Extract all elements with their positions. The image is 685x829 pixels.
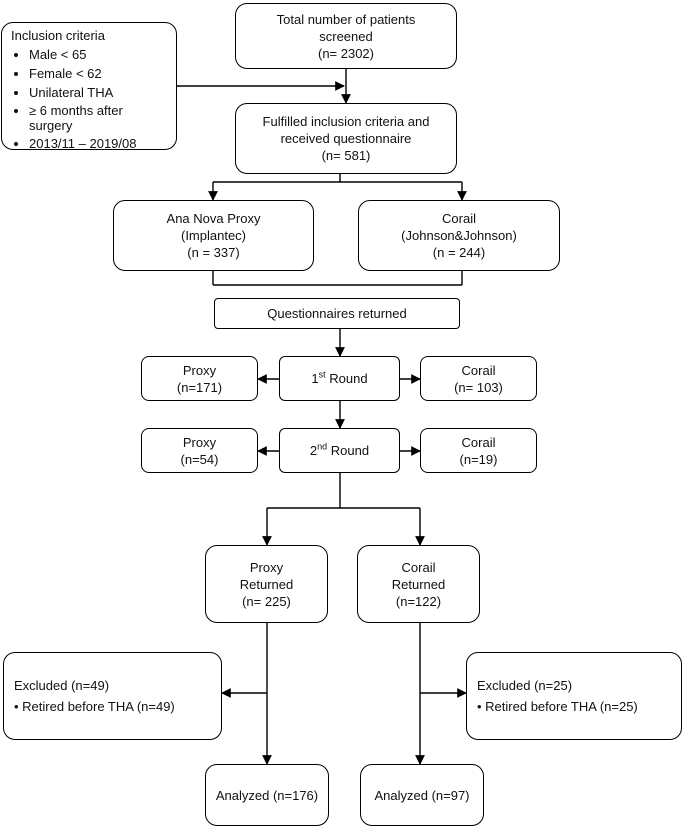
- inclusion-item: 2013/11 – 2019/08: [29, 135, 170, 152]
- screened-count: (n= 2302): [317, 45, 374, 61]
- analyzed-right-box: Analyzed (n=97): [360, 764, 484, 826]
- inclusion-item: Female < 62: [29, 65, 170, 82]
- round1-proxy-box: Proxy (n=171): [141, 356, 258, 401]
- fulfilled-line1: Fulfilled inclusion criteria and: [262, 114, 430, 129]
- screened-box: Total number of patients screened (n= 23…: [235, 3, 457, 69]
- fulfilled-box: Fulfilled inclusion criteria and receive…: [235, 103, 457, 174]
- inclusion-item: Unilateral THA: [29, 84, 170, 101]
- round1-box: 1st Round: [279, 356, 400, 401]
- proxy-returned-count: (n= 225): [242, 593, 291, 609]
- corail-group-count: (n = 244): [432, 245, 486, 260]
- round2-corail-box: Corail (n=19): [420, 428, 537, 473]
- analyzed-right-label: Analyzed (n=97): [374, 787, 470, 803]
- proxy-returned-line1: Proxy: [249, 559, 284, 575]
- questionnaires-returned-box: Questionnaires returned: [214, 298, 460, 329]
- ananova-line1: Ana Nova Proxy: [166, 211, 261, 226]
- fulfilled-count: (n= 581): [321, 148, 371, 163]
- proxy-returned-box: Proxy Returned (n= 225): [205, 545, 328, 623]
- excluded-left-item: Retired before THA (n=49): [14, 698, 175, 715]
- ananova-line2: (Implantec): [180, 228, 247, 243]
- corail-group-box: Corail (Johnson&Johnson) (n = 244): [358, 200, 560, 271]
- proxy-returned-line2: Returned: [239, 576, 294, 592]
- round1-proxy-label: Proxy: [182, 362, 217, 378]
- corail-returned-line1: Corail: [401, 559, 436, 575]
- analyzed-left-label: Analyzed (n=176): [215, 787, 319, 803]
- inclusion-criteria-box: Inclusion criteria Male < 65 Female < 62…: [1, 22, 177, 152]
- round1-proxy-count: (n=171): [176, 379, 223, 395]
- round2-proxy-count: (n=54): [180, 451, 219, 467]
- screened-line2: screened: [319, 28, 373, 44]
- inclusion-criteria-list: Male < 65 Female < 62 Unilateral THA ≥ 6…: [11, 46, 170, 152]
- inclusion-item: Male < 65: [29, 46, 170, 63]
- round1-corail-box: Corail (n= 103): [420, 356, 537, 401]
- excluded-right-item: Retired before THA (n=25): [477, 698, 638, 715]
- questionnaires-returned-label: Questionnaires returned: [267, 306, 407, 321]
- fulfilled-line2: received questionnaire: [280, 131, 412, 146]
- round2-label: 2nd Round: [309, 441, 370, 458]
- round2-proxy-box: Proxy (n=54): [141, 428, 258, 473]
- round1-label: 1st Round: [311, 369, 368, 386]
- corail-group-line2: (Johnson&Johnson): [401, 228, 517, 243]
- ananova-box: Ana Nova Proxy (Implantec) (n = 337): [113, 200, 314, 271]
- round2-corail-count: (n=19): [459, 451, 498, 467]
- corail-returned-box: Corail Returned (n=122): [357, 545, 480, 623]
- corail-returned-line2: Returned: [391, 576, 446, 592]
- corail-returned-count: (n=122): [395, 593, 442, 609]
- inclusion-item: ≥ 6 months after surgery: [29, 103, 149, 133]
- excluded-right-title: Excluded (n=25): [477, 678, 573, 693]
- inclusion-criteria-title: Inclusion criteria: [11, 28, 105, 43]
- round2-corail-label: Corail: [461, 434, 496, 450]
- round1-corail-label: Corail: [461, 362, 496, 378]
- ananova-count: (n = 337): [187, 245, 240, 260]
- round2-proxy-label: Proxy: [182, 434, 217, 450]
- excluded-right-box: Excluded (n=25) Retired before THA (n=25…: [466, 652, 682, 740]
- excluded-left-title: Excluded (n=49): [14, 678, 110, 693]
- round2-box: 2nd Round: [279, 428, 400, 473]
- screened-line1: Total number of patients: [276, 11, 416, 27]
- analyzed-left-box: Analyzed (n=176): [205, 764, 329, 826]
- corail-group-line1: Corail: [442, 211, 476, 226]
- excluded-left-box: Excluded (n=49) Retired before THA (n=49…: [3, 652, 222, 740]
- round1-corail-count: (n= 103): [454, 379, 503, 395]
